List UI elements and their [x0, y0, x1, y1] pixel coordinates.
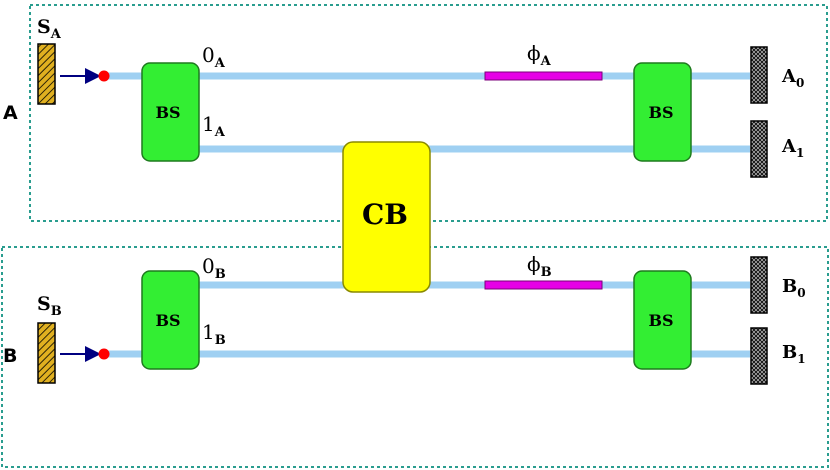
hatched-detector-icon [750, 120, 768, 178]
hatched-detector-icon [750, 256, 768, 314]
detector-label-b1: B1 [782, 342, 806, 366]
red-dot-icon [98, 348, 110, 360]
source-b-icon [37, 322, 56, 384]
beam-splitter-a-right [633, 62, 692, 162]
beam-splitter-label: BS [648, 103, 673, 122]
red-dot-icon [98, 70, 110, 82]
phase-shifter-a [484, 71, 603, 81]
party-a-label: A [3, 102, 18, 124]
party-b-label: B [3, 345, 17, 367]
beam-splitter-b-right [633, 270, 692, 370]
port-label-0a: 0A [202, 43, 226, 71]
source-a-icon [37, 43, 56, 105]
detector-label-a1: A1 [781, 136, 804, 160]
beam-splitter-b-left [141, 270, 200, 370]
beam-splitter-a-left [141, 62, 200, 162]
party-b-box [1, 246, 829, 468]
port-label-1b: 1B [202, 320, 226, 348]
central-box [342, 141, 431, 293]
beam-splitter-label: BS [155, 103, 180, 122]
phase-a-label: ϕA [527, 41, 552, 69]
beam-splitter-label: BS [155, 311, 180, 330]
source-a-label: SA [37, 16, 62, 42]
beam-splitter-label: BS [648, 311, 673, 330]
hatched-detector-icon [750, 327, 768, 385]
central-box-label: CB [362, 198, 408, 231]
hatched-detector-icon [750, 46, 768, 104]
detector-label-b0: B0 [782, 276, 806, 300]
detector-label-a0: A0 [781, 66, 804, 90]
phase-shifter-b [484, 280, 603, 290]
source-b-label: SB [37, 293, 62, 319]
port-label-0b: 0B [202, 254, 226, 282]
port-label-1a: 1A [202, 112, 226, 140]
phase-b-label: ϕB [527, 252, 552, 280]
